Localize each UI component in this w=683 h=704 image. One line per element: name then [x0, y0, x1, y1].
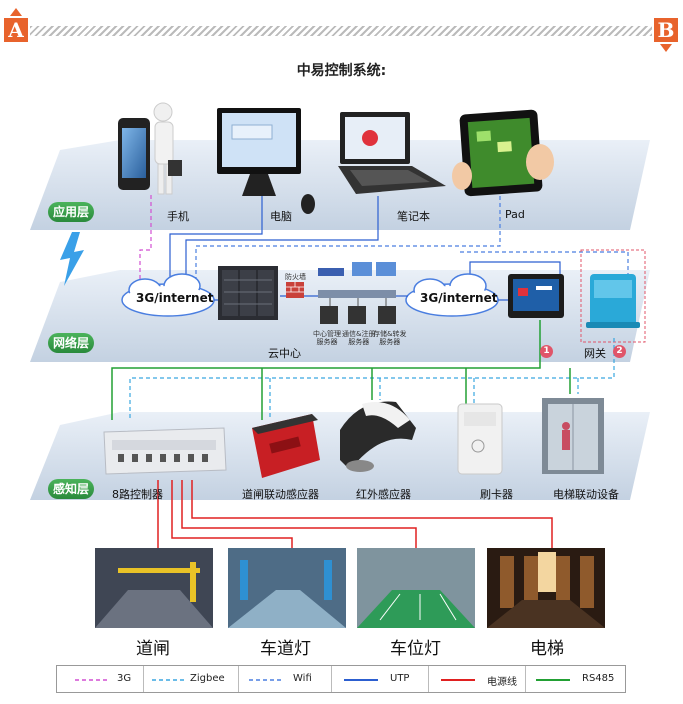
card-reader-image	[457, 403, 503, 475]
card-reader-label: 刷卡器	[480, 488, 513, 501]
pad-label: Pad	[505, 208, 525, 221]
cloud-left-label: 3G/internet	[136, 291, 214, 305]
computer-image	[217, 108, 315, 214]
server-comm-label: 通信&注册 服务器	[342, 330, 375, 346]
elevator-image	[542, 398, 604, 474]
computer-label: 电脑	[270, 210, 292, 223]
page-title: 中易控制系统:	[296, 63, 387, 79]
badge-b: B	[654, 18, 678, 42]
legend-item-wifi: Wifi	[239, 666, 332, 692]
server-storage-line2: 服务器	[379, 338, 401, 346]
ir-sensor-label: 红外感应器	[356, 488, 411, 501]
cloud-center-label: 云中心	[268, 347, 301, 360]
laptop-label: 笔记本	[397, 210, 430, 223]
legend-label-wifi: Wifi	[293, 673, 312, 684]
phone-label: 手机	[167, 210, 189, 223]
photo-gate	[95, 548, 213, 628]
legend-label-3g: 3G	[117, 673, 132, 684]
server-rack-image	[218, 266, 278, 320]
gate-sensor-image	[252, 414, 320, 478]
gateway-label: 网关	[584, 347, 606, 360]
cloud-right-label: 3G/internet	[420, 291, 498, 305]
control-panel-image	[508, 274, 564, 318]
server-comm-line2: 服务器	[348, 338, 370, 346]
legend-item-3g: 3G	[57, 666, 144, 692]
phone-image	[118, 102, 182, 195]
photo-elevator-label: 电梯	[530, 639, 564, 659]
firewall-label: 防火墙	[285, 273, 306, 281]
server-storage-label: 存储&转发 服务器	[373, 330, 406, 346]
photo-elevator	[487, 548, 605, 628]
cloud-right	[405, 273, 499, 317]
perception-layer-label: 感知层	[48, 479, 94, 499]
legend-label-power: 电源线	[487, 677, 517, 688]
legend-label-utp: UTP	[390, 673, 410, 684]
legend-swatch-3g	[75, 679, 109, 681]
pad-image	[452, 109, 554, 197]
elevator-device-label: 电梯联动设备	[553, 488, 619, 501]
legend-label-zigbee: Zigbee	[190, 673, 225, 684]
server-icons	[320, 306, 396, 324]
photo-space-light-label: 车位灯	[390, 639, 441, 659]
controller-image	[103, 427, 227, 475]
server-mgmt-line2: 服务器	[316, 338, 338, 346]
controller-label: 8路控制器	[112, 488, 163, 501]
gate-sensor-label: 道闸联动感应器	[242, 488, 319, 501]
legend-item-zigbee: Zigbee	[144, 666, 239, 692]
legend: 3G Zigbee Wifi UTP 电源线 RS485	[56, 665, 626, 693]
legend-item-rs485: RS485	[526, 666, 624, 692]
header-divider	[30, 26, 652, 36]
photo-lane-light	[228, 548, 346, 628]
server-storage-line1: 存储&转发	[373, 330, 407, 338]
legend-label-rs485: RS485	[582, 673, 615, 684]
network-layer-label: 网络层	[48, 333, 94, 353]
marker-1: 1	[540, 345, 553, 358]
legend-item-utp: UTP	[332, 666, 429, 692]
application-layer-label: 应用层	[48, 202, 94, 222]
legend-item-power: 电源线	[429, 666, 526, 692]
photo-space-light	[357, 548, 475, 628]
server-comm-line1: 通信&注册	[342, 330, 376, 338]
network-switch-icon	[318, 262, 396, 306]
gateway-image	[580, 249, 646, 343]
lightning-icon	[60, 232, 84, 286]
badge-a-arrow	[10, 8, 22, 16]
legend-swatch-rs485	[536, 679, 570, 681]
badge-b-arrow	[660, 44, 672, 52]
firewall-icon	[286, 282, 304, 298]
ir-sensor-image	[340, 401, 416, 472]
legend-swatch-zigbee	[152, 679, 186, 681]
legend-swatch-wifi	[249, 679, 283, 681]
badge-a: A	[4, 18, 28, 42]
server-mgmt-line1: 中心管理	[313, 330, 341, 338]
photo-gate-label: 道闸	[136, 639, 170, 659]
server-mgmt-label: 中心管理 服务器	[313, 330, 341, 346]
photo-lane-light-label: 车道灯	[260, 639, 311, 659]
legend-swatch-utp	[344, 679, 378, 681]
laptop-image	[338, 112, 446, 194]
legend-swatch-power	[441, 679, 475, 681]
marker-2: 2	[613, 345, 626, 358]
